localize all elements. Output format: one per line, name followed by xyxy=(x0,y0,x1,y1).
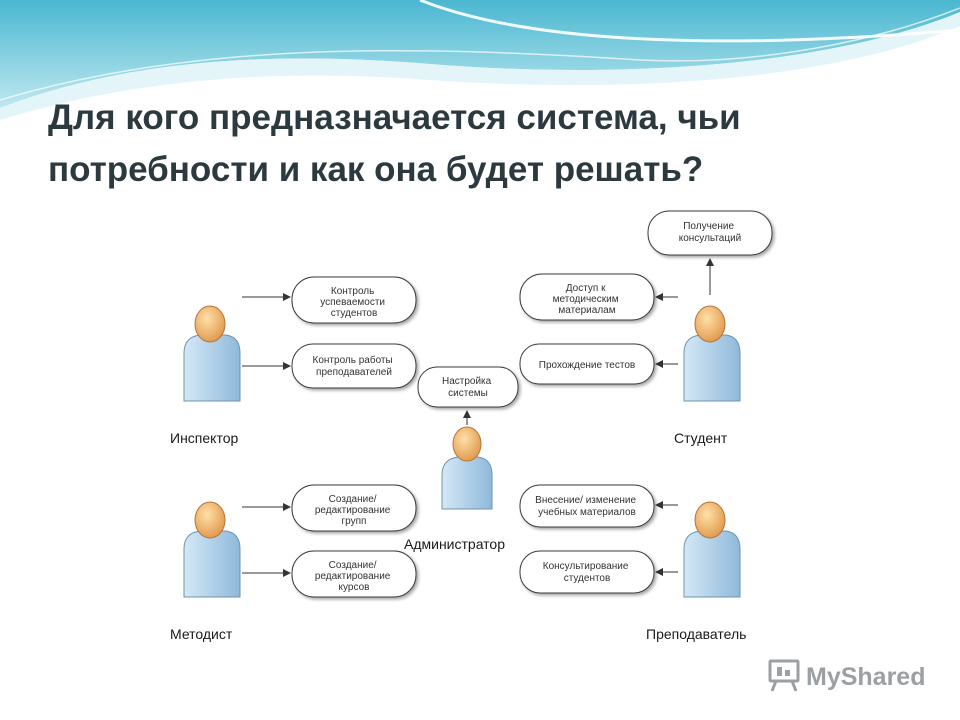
use-case-edit-materials-line-1: Внесение/ изменение xyxy=(535,495,636,506)
svg-text:Доступ к методическим: Доступ к методическим материалам xyxy=(553,283,622,316)
inspector-person-icon xyxy=(183,305,241,402)
methodist-person-icon xyxy=(183,501,241,598)
svg-text:Контроль работы препод: Контроль работы преподавателей xyxy=(313,354,396,378)
actor-teacher: Преподаватель xyxy=(646,501,746,642)
teacher-person-icon xyxy=(683,501,741,598)
use-case-progress-control-line-1: Контроль xyxy=(331,286,374,297)
use-case-take-tests-line-1: Прохождение тестов xyxy=(539,360,635,371)
use-case-diagram: Инспектор Методист Администратор Студе xyxy=(160,205,780,665)
use-case-system-settings: Настройка системы xyxy=(417,366,519,408)
svg-text:Создание/ редактирован: Создание/ редактирование групп xyxy=(315,494,393,527)
actor-inspector: Инспектор xyxy=(170,305,241,446)
administrator-person-icon xyxy=(441,426,493,510)
use-case-progress-control-line-2: успеваемости xyxy=(320,297,385,308)
watermark-logo: MyShared xyxy=(768,659,925,692)
student-person-icon xyxy=(683,305,741,402)
actor-label-methodist: Методист xyxy=(170,626,233,642)
use-case-system-settings-line-2: системы xyxy=(448,388,488,399)
presentation-board-icon xyxy=(768,659,800,692)
use-case-edit-courses-line-2: редактирование xyxy=(315,571,391,582)
svg-text:Прохождение тестов: Прохождение тестов xyxy=(539,360,635,371)
svg-text:Создание/ редактирован: Создание/ редактирование курсов xyxy=(315,560,393,593)
wave-header-decoration xyxy=(0,0,960,120)
use-case-edit-groups-line-3: групп xyxy=(342,516,367,527)
use-case-access-materials-line-2: методическим xyxy=(553,294,619,305)
use-case-edit-materials-line-2: учебных материалов xyxy=(538,506,636,518)
use-case-progress-control: Контроль успеваемости студентов xyxy=(291,276,417,324)
slide-title: Для кого предназначается система, чьи по… xyxy=(48,92,908,196)
use-case-consult-students-line-1: Консультирование xyxy=(543,561,629,572)
use-case-progress-control-line-3: студентов xyxy=(331,308,378,319)
use-case-edit-courses: Создание/ редактирование курсов xyxy=(291,550,417,598)
use-case-access-materials-line-1: Доступ к xyxy=(566,283,606,294)
use-case-receive-consultation-line-1: Получение xyxy=(683,221,734,232)
use-case-teacher-control-line-1: Контроль работы xyxy=(313,354,393,366)
use-case-teacher-control-line-2: преподавателей xyxy=(316,367,392,378)
use-case-edit-groups-line-1: Создание/ xyxy=(329,494,377,505)
svg-text:Консультирование студе: Консультирование студентов xyxy=(543,561,631,584)
use-case-teacher-control: Контроль работы преподавателей xyxy=(291,343,417,389)
watermark-text: MyShared xyxy=(806,663,925,691)
use-case-access-materials-line-3: материалам xyxy=(558,305,615,316)
use-case-receive-consultation-line-2: консультаций xyxy=(679,233,742,244)
svg-text:Получение консультаций: Получение консультаций xyxy=(679,221,742,244)
use-case-receive-consultation: Получение консультаций xyxy=(647,210,773,256)
svg-text:Настройка системы: Настройка системы xyxy=(442,376,494,399)
use-case-edit-groups-line-2: редактирование xyxy=(315,505,391,516)
slide-title-line-2: потребности и как она будет решать? xyxy=(48,150,704,189)
association-arrows xyxy=(242,258,714,577)
svg-text:Внесение/ изменение уч: Внесение/ изменение учебных материалов xyxy=(535,495,639,518)
slide-title-line-1: Для кого предназначается система, чьи xyxy=(48,98,741,137)
actor-label-administrator: Администратор xyxy=(404,536,505,552)
actor-label-inspector: Инспектор xyxy=(170,430,238,446)
use-case-edit-groups: Создание/ редактирование групп xyxy=(291,484,417,532)
actor-student: Студент xyxy=(674,305,741,446)
use-case-edit-courses-line-1: Создание/ xyxy=(329,560,377,571)
actor-label-student: Студент xyxy=(674,430,728,446)
use-case-consult-students-line-2: студентов xyxy=(564,573,611,584)
use-case-edit-materials: Внесение/ изменение учебных материалов xyxy=(519,484,655,528)
svg-text:Контроль успеваемости: Контроль успеваемости студентов xyxy=(320,286,388,319)
use-case-edit-courses-line-3: курсов xyxy=(339,582,370,593)
use-case-consult-students: Консультирование студентов xyxy=(519,550,655,594)
use-case-system-settings-line-1: Настройка xyxy=(442,376,492,387)
actor-methodist: Методист xyxy=(170,501,241,642)
use-case-take-tests: Прохождение тестов xyxy=(519,343,655,385)
actor-administrator: Администратор xyxy=(404,426,505,552)
use-case-access-materials: Доступ к методическим материалам xyxy=(519,273,655,321)
actor-label-teacher: Преподаватель xyxy=(646,626,746,642)
